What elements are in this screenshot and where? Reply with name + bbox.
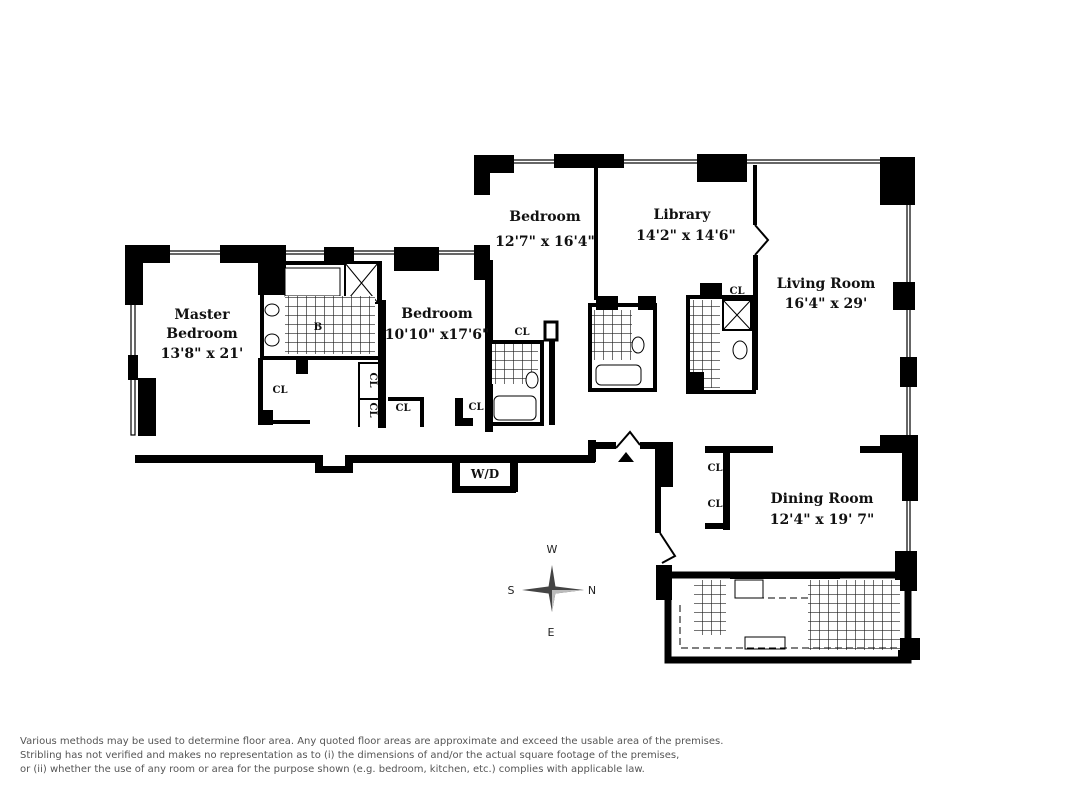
closet-label: CL [469, 402, 484, 413]
closet-label: CL [708, 499, 723, 510]
living-bath [686, 283, 756, 394]
room-name: Bedroom [166, 326, 238, 342]
closet-label: CL [730, 286, 745, 297]
kitchen [664, 571, 912, 664]
room-size: 12'7" x 16'4" [495, 234, 595, 250]
bedroom-bath [455, 320, 559, 426]
closet-label: CL [515, 327, 530, 338]
room-bedroom-2: Bedroom 10'10" x17'6" [385, 306, 490, 343]
room-name: Library [654, 207, 712, 223]
room-size: 14'2" x 14'6" [636, 228, 736, 244]
disclaimer: Various methods may be used to determine… [20, 735, 723, 777]
room-name: Master [174, 307, 230, 323]
room-name: Dining Room [771, 491, 874, 507]
closet-label: CL [367, 373, 378, 388]
disclaimer-line: or (ii) whether the use of any room or a… [20, 764, 645, 775]
disclaimer-line: Various methods may be used to determine… [20, 736, 724, 747]
washer-dryer-label: W/D [470, 467, 499, 481]
room-name: Bedroom [401, 306, 473, 322]
compass-west: W [547, 543, 558, 556]
room-library: Library 14'2" x 14'6" [636, 207, 736, 244]
room-bedroom-3: Bedroom 12'7" x 16'4" [495, 209, 595, 250]
closet-labels: CL CL CL CL CL CL CL CL CL W/D [273, 286, 745, 510]
compass-icon [522, 565, 584, 612]
room-size: 12'4" x 19' 7" [770, 512, 875, 528]
closet-label: CL [367, 403, 378, 418]
compass-rose: W S N E [508, 543, 597, 639]
closet-label: CL [273, 385, 288, 396]
closet-label: CL [708, 463, 723, 474]
room-living-room: Living Room 16'4" x 29' [777, 276, 876, 312]
compass-north: N [588, 584, 596, 597]
bath-label: B [314, 322, 322, 333]
room-name: Living Room [777, 276, 876, 292]
closet-label: CL [396, 403, 411, 414]
room-size: 10'10" x17'6" [385, 327, 490, 343]
room-size: 16'4" x 29' [785, 296, 868, 312]
room-dining-room: Dining Room 12'4" x 19' 7" [770, 491, 875, 528]
room-name: Bedroom [509, 209, 581, 225]
room-master-bedroom: Master Bedroom 13'8" x 21' [161, 307, 244, 362]
disclaimer-line: Stribling has not verified and makes no … [20, 750, 680, 761]
room-size: 13'8" x 21' [161, 346, 244, 362]
master-bath: B [258, 261, 424, 428]
compass-east: E [548, 626, 555, 639]
compass-south: S [508, 584, 515, 597]
library-bath [588, 296, 657, 392]
